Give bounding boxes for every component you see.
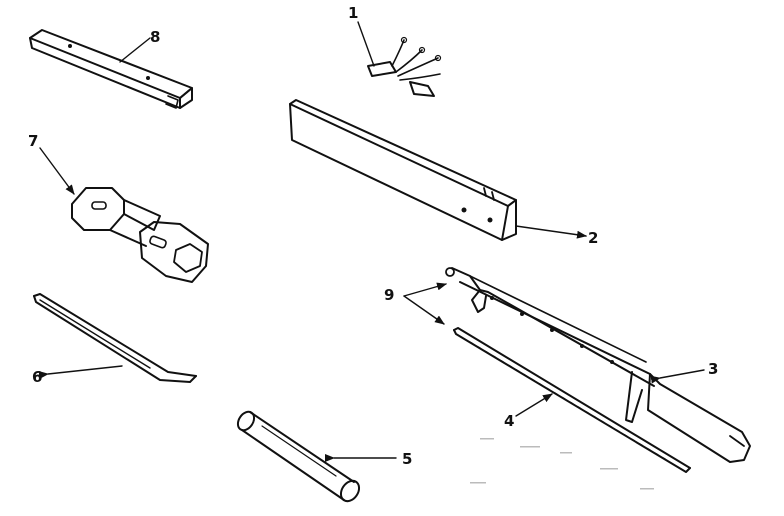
part-5-cylinder-drawing [236,410,397,503]
part-6-label: 6 [32,368,42,386]
part-1-label: 1 [348,4,358,22]
scan-specks [470,438,654,490]
part-3-handled-tool-drawing [445,267,751,463]
part-8-label: 8 [150,28,160,46]
part-2-bracket-plate-drawing [289,99,587,241]
part-9-label: 9 [384,286,394,304]
part-4-label: 4 [504,412,514,430]
part-7-label: 7 [28,132,38,150]
part-6-bent-strip-drawing [33,293,197,383]
part-2-label: 2 [588,229,598,247]
part-5-label: 5 [402,450,412,468]
part-4-thin-rod-drawing [453,327,691,473]
part-1-clip-assembly-drawing [357,21,442,97]
part-9-callout-arrows [403,282,447,325]
part-7-hex-socket-drawing [39,147,209,283]
part-3-label: 3 [708,360,718,378]
part-8-flat-bar-drawing [29,29,193,109]
